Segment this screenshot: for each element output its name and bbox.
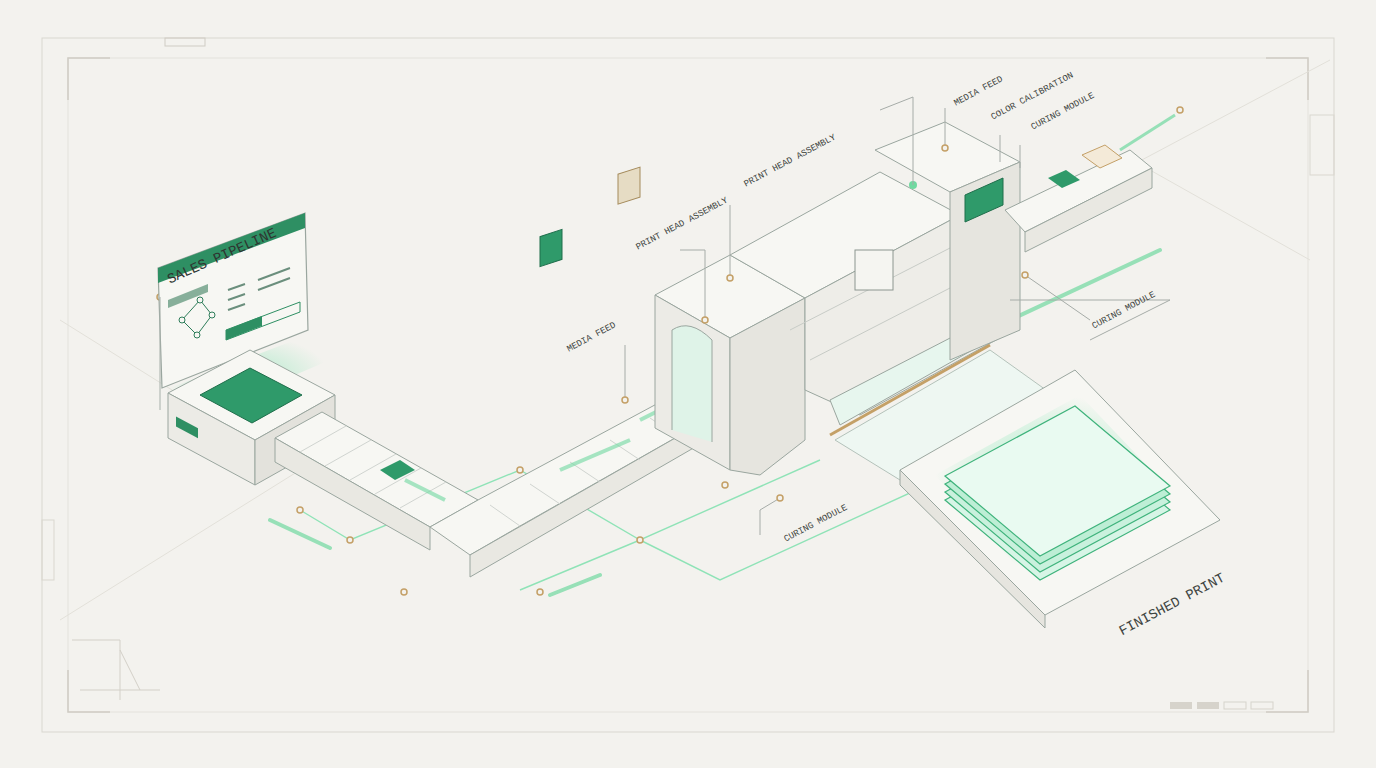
callout-label: CURING MODULE bbox=[783, 503, 849, 544]
output-label: FINISHED PRINT bbox=[1117, 571, 1227, 639]
callout-label: CURING MODULE bbox=[1091, 290, 1157, 331]
callout-label: MEDIA FEED bbox=[566, 321, 618, 354]
callout-label: PRINT HEAD ASSEMBLY bbox=[635, 196, 730, 252]
callout-label: PRINT HEAD ASSEMBLY bbox=[743, 133, 838, 189]
callout-label: MEDIA FEED bbox=[953, 75, 1005, 108]
